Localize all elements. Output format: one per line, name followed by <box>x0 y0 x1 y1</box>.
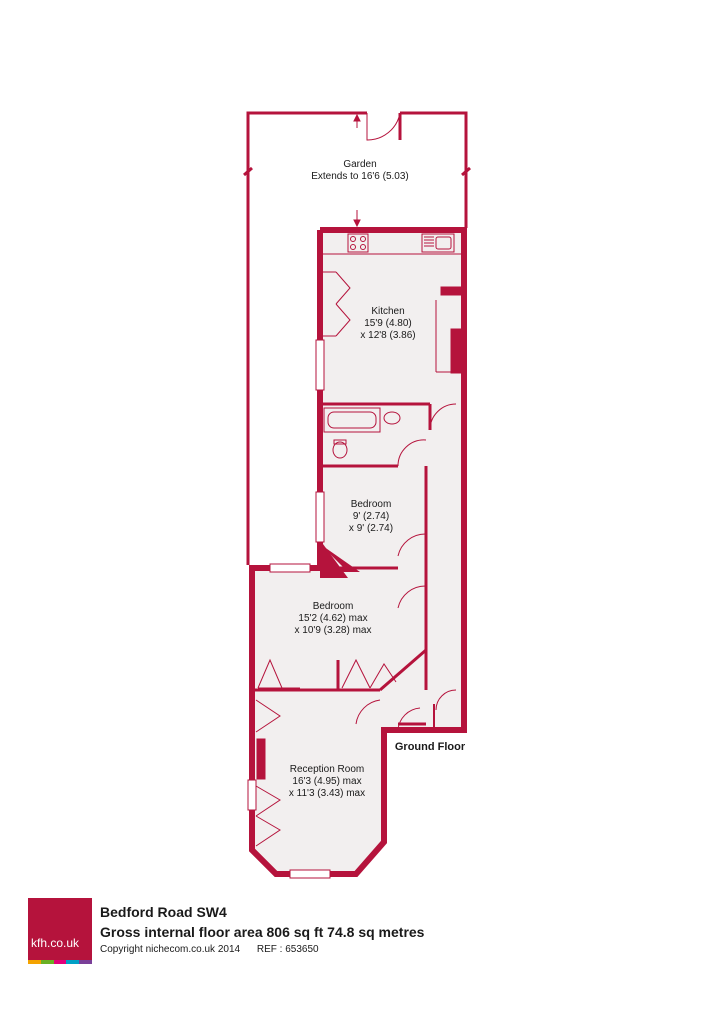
floor-area: Gross internal floor area 806 sq ft 74.8… <box>100 924 425 940</box>
garden-door <box>366 112 402 141</box>
bathroom-fixtures <box>323 407 401 459</box>
strip-color-2 <box>40 960 54 964</box>
reception-dims-2: x 11'3 (3.43) max <box>289 788 365 799</box>
floor-plan: Garden Extends to 16'6 (5.03) Kitchen 15… <box>243 111 471 879</box>
bedroom-1-dims-2: x 10'9 (3.28) max <box>295 625 372 636</box>
kitchen-label: Kitchen <box>371 306 404 317</box>
logo-text: kfh.co.uk <box>31 936 80 950</box>
garden-area <box>243 111 471 565</box>
reception-fixtures <box>255 699 281 847</box>
bedroom-1-label: Bedroom <box>313 601 354 612</box>
kitchen-fixtures <box>322 233 462 373</box>
bedroom-2-label: Bedroom <box>351 499 392 510</box>
garden-dims: Extends to 16'6 (5.03) <box>311 171 409 182</box>
strip-color-3 <box>53 960 67 964</box>
reception-dims-1: 16'3 (4.95) max <box>292 776 361 787</box>
reference-number: REF : 653650 <box>256 944 319 955</box>
bedroom-wardrobes <box>257 658 397 689</box>
garden-label: Garden <box>343 159 376 170</box>
property-address: Bedford Road SW4 <box>100 904 227 920</box>
strip-color-4 <box>66 960 80 964</box>
bedroom-2-dims-2: x 9' (2.74) <box>349 523 393 534</box>
bedroom-1-dims-1: 15'2 (4.62) max <box>298 613 367 624</box>
bedroom-2-dims-1: 9' (2.74) <box>353 511 389 522</box>
strip-color-1 <box>28 960 41 964</box>
copyright-text: Copyright nichecom.co.uk 2014 <box>100 944 241 955</box>
room-labels: Garden Extends to 16'6 (5.03) Kitchen 15… <box>289 159 466 799</box>
strip-color-5 <box>79 960 92 964</box>
brand-logo[interactable]: kfh.co.uk <box>28 898 92 964</box>
logo-color-strip <box>28 960 92 964</box>
kitchen-dims-1: 15'9 (4.80) <box>364 318 412 329</box>
copyright-line: Copyright nichecom.co.uk 2014 REF : 6536… <box>100 942 424 958</box>
kitchen-dims-2: x 12'8 (3.86) <box>360 330 415 341</box>
footer: kfh.co.uk Bedford Road SW4 Gross interna… <box>28 898 688 968</box>
door-arcs <box>355 403 457 731</box>
level-label: Ground Floor <box>395 741 466 753</box>
garden-arrows <box>353 113 361 228</box>
property-info: Bedford Road SW4 Gross internal floor ar… <box>100 902 424 958</box>
windows <box>247 339 331 879</box>
reception-label: Reception Room <box>290 764 364 775</box>
